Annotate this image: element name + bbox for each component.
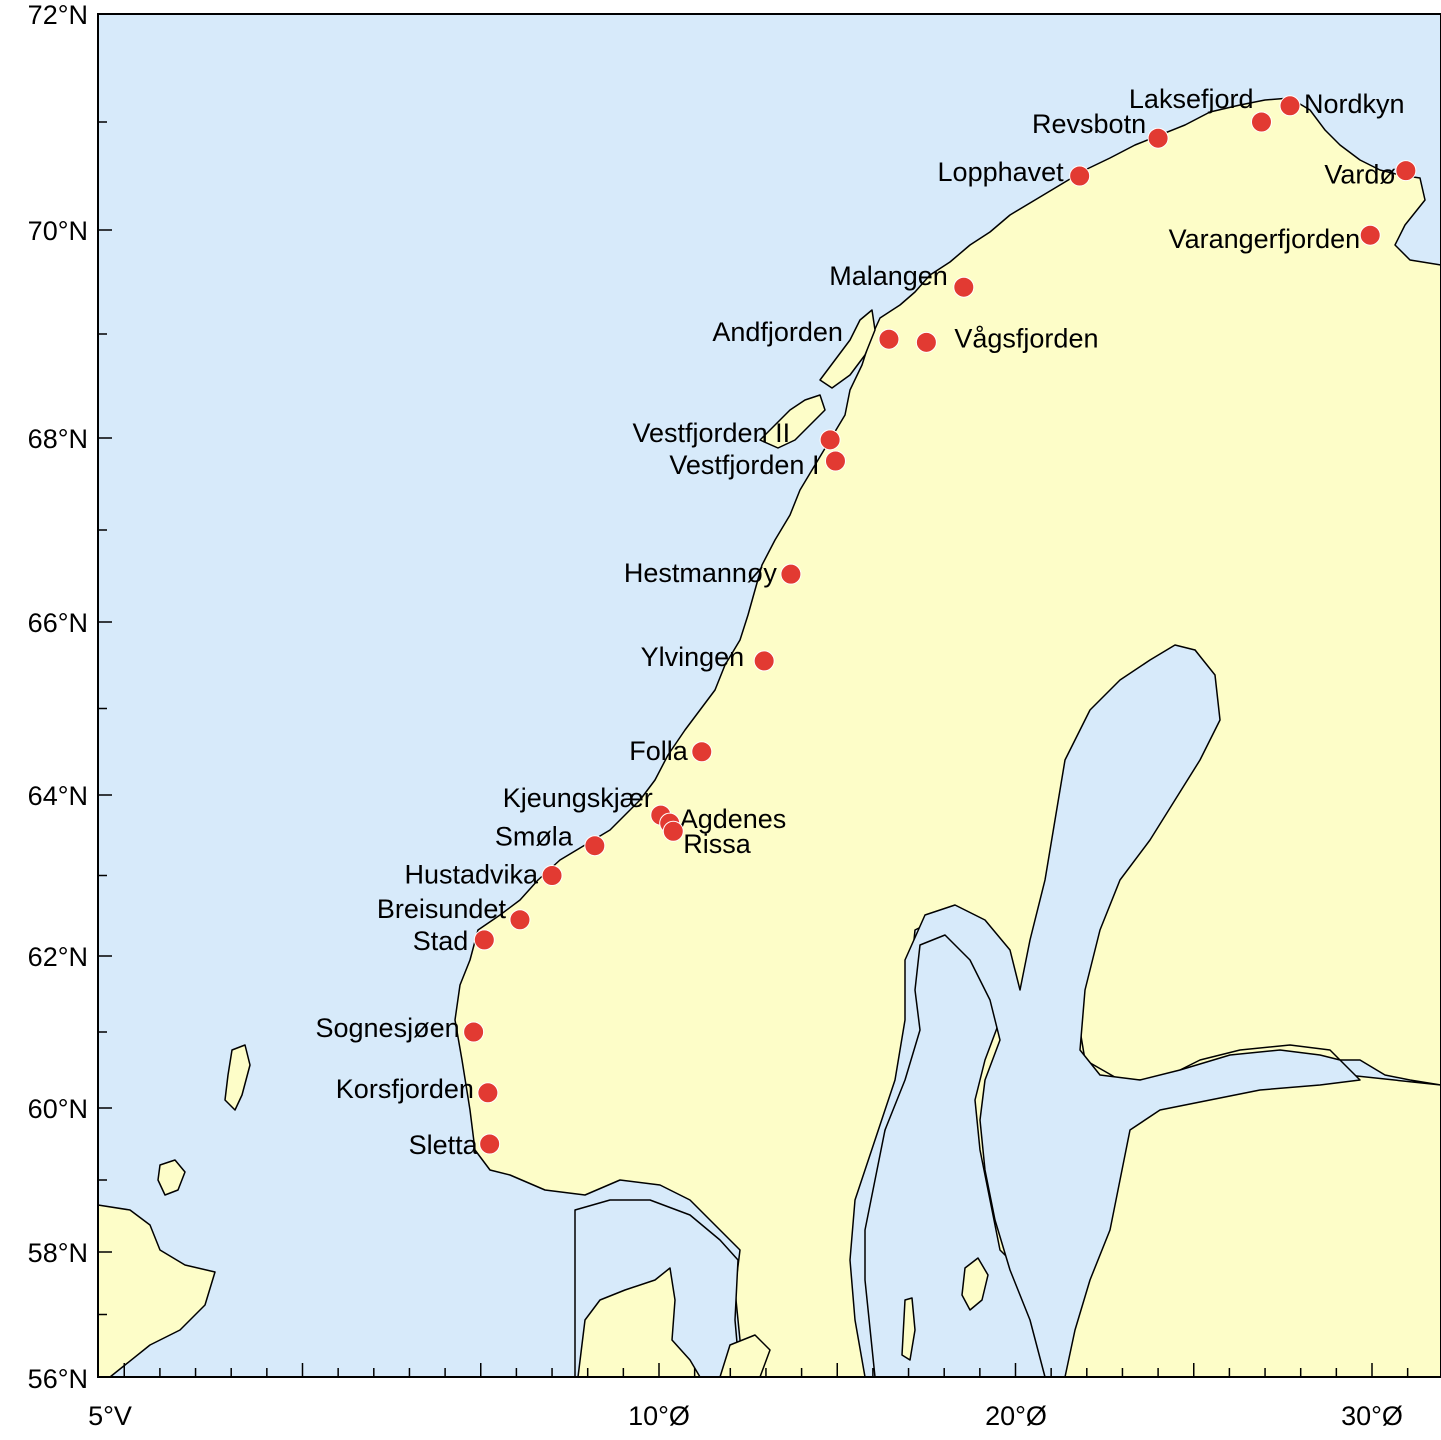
land-shetland [224,1044,251,1111]
station-label-6: Malangen [829,261,948,291]
station-label-12: Ylvingen [641,642,745,672]
station-marker-9[interactable] [819,429,841,451]
water-baltic [849,644,1361,1378]
lat-label-62: 62°N [28,942,88,972]
station-label-15: Agdenes [680,804,787,834]
station-label-11: Hestmannøy [624,558,778,588]
station-label-20: Stad [413,926,469,956]
station-marker-11[interactable] [780,563,802,585]
land-orkney [157,1159,186,1196]
station-label-1: Nordkyn [1304,89,1405,119]
station-marker-4[interactable] [1395,160,1417,182]
lat-label-72: 72°N [28,0,88,30]
station-label-2: Revsbotn [1032,109,1146,139]
station-marker-23[interactable] [479,1133,501,1155]
station-marker-3[interactable] [1069,165,1091,187]
station-marker-22[interactable] [477,1082,499,1104]
station-marker-20[interactable] [473,929,495,951]
station-marker-13[interactable] [691,741,713,763]
station-marker-12[interactable] [753,650,775,672]
station-label-21: Sognesjøen [316,1013,460,1043]
station-marker-5[interactable] [1359,224,1381,246]
lon-label-30e: 30°Ø [1341,1401,1403,1431]
station-label-17: Smøla [495,822,574,852]
axis-labels: 72°N 70°N 68°N 66°N 64°N 62°N 60°N 58°N … [28,0,1403,1431]
lat-label-64: 64°N [28,781,88,811]
station-label-8: Vågsfjorden [954,323,1098,353]
station-marker-6[interactable] [953,276,975,298]
map-frame [97,13,1441,1378]
station-label-18: Hustadvika [404,860,539,890]
station-marker-8[interactable] [915,331,937,353]
station-marker-10[interactable] [824,450,846,472]
station-label-7: Andfjorden [712,317,843,347]
land-vesteralen [819,309,876,389]
axis-ticks [98,13,1409,1378]
station-label-23: Sletta [409,1130,479,1160]
station-label-10: Vestfjorden I [669,450,819,480]
station-marker-0[interactable] [1250,111,1272,133]
lon-label-20e: 20°Ø [985,1401,1047,1431]
lat-label-56: 56°N [28,1364,88,1394]
station-label-5: Varangerfjorden [1169,224,1361,254]
lat-label-70: 70°N [28,216,88,246]
station-marker-21[interactable] [463,1021,485,1043]
lon-label-5w: 5°V [88,1401,132,1431]
station-label-14: Kjeungskjær [503,783,653,813]
station-marker-2[interactable] [1147,127,1169,149]
lat-label-58: 58°N [28,1238,88,1268]
station-marker-7[interactable] [878,328,900,350]
station-label-4: Vardø [1324,160,1396,190]
station-label-0: Laksefjord [1129,84,1254,114]
station-label-19: Breisundet [377,894,507,924]
land-lofoten [759,394,826,449]
station-marker-16[interactable] [662,820,684,842]
lat-label-60: 60°N [28,1094,88,1124]
station-marker-19[interactable] [509,909,531,931]
land-gotland [961,1257,989,1311]
lon-label-10e: 10°Ø [628,1401,690,1431]
land-oland [901,1297,916,1361]
station-label-3: Lopphavet [938,157,1065,187]
station-label-16: Rissa [683,829,751,859]
station-label-22: Korsfjorden [336,1074,474,1104]
station-marker-1[interactable] [1279,95,1301,117]
lat-label-66: 66°N [28,608,88,638]
lat-label-68: 68°N [28,424,88,454]
station-label-9: Vestfjorden II [633,418,791,448]
station-marker-18[interactable] [541,865,563,886]
land-denmark [577,1267,701,1378]
station-marker-17[interactable] [584,835,606,857]
station-label-13: Folla [629,736,689,766]
